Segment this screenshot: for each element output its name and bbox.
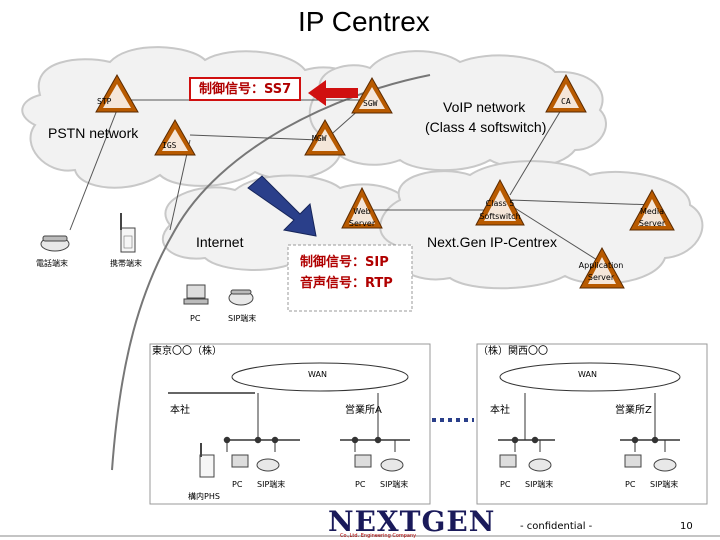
voip-cloud bbox=[308, 50, 607, 172]
tokyo-branch-label: 営業所A bbox=[345, 405, 382, 416]
tokyo-wan-label: WAN bbox=[308, 370, 327, 379]
voip-label-line2: (Class 4 softswitch) bbox=[425, 119, 547, 135]
pstn-label: PSTN network bbox=[48, 125, 139, 141]
ss7-box bbox=[189, 77, 301, 101]
mobile-terminal-label: 携帯端末 bbox=[110, 259, 142, 268]
kansai-hq-pc-icon bbox=[499, 454, 517, 468]
mgw-label: MGW bbox=[312, 134, 327, 143]
class5-app-link bbox=[509, 204, 606, 266]
tokyo-branch-sip-label: SIP端末 bbox=[380, 480, 409, 489]
class5-media-link bbox=[509, 199, 656, 206]
tokyo-box bbox=[149, 343, 431, 505]
tokyo-branch-sip-icon bbox=[380, 458, 404, 472]
nextgen-logo-subtitle: Co.,Ltd. Engineering Company bbox=[340, 533, 417, 539]
ss7-arrow-icon bbox=[308, 80, 358, 106]
kansai-hq-sip-label: SIP端末 bbox=[525, 480, 554, 489]
kansai-box bbox=[476, 343, 708, 505]
sip-rtp-box bbox=[287, 244, 413, 312]
media-server-label-2: Server bbox=[638, 219, 666, 228]
phone-terminal-label: 電話端末 bbox=[36, 259, 68, 268]
confidential-label: - confidential - bbox=[520, 521, 593, 532]
kansai-company-label: （株）関西〇〇 bbox=[478, 346, 548, 357]
phs-label: 構内PHS bbox=[188, 492, 220, 501]
voip-label-line1: VoIP network bbox=[443, 99, 526, 115]
tokyo-branch-pc-icon bbox=[354, 454, 372, 468]
internet-pc-label: PC bbox=[190, 314, 201, 323]
stp-label: STP bbox=[97, 97, 112, 106]
ss7-label: 制御信号：SS7 bbox=[199, 82, 292, 97]
tokyo-hq-pc-icon bbox=[231, 454, 249, 468]
page-title: IP Centrex bbox=[298, 6, 430, 37]
tokyo-hq-sip-label: SIP端末 bbox=[257, 480, 286, 489]
kansai-hq-label: 本社 bbox=[490, 405, 510, 416]
sip-signal-label: 制御信号：SIP bbox=[300, 255, 389, 270]
tokyo-branch-pc-label: PC bbox=[355, 480, 366, 489]
phs-icon bbox=[199, 443, 215, 478]
app-server-label-1: Application bbox=[578, 261, 624, 270]
tokyo-wan-ellipse bbox=[231, 362, 409, 392]
phone-terminal-icon bbox=[40, 235, 70, 252]
nextgen-label: Next.Gen IP-Centrex bbox=[427, 234, 557, 250]
app-server-label-2: Server bbox=[587, 273, 615, 282]
web-server-label-1: Web bbox=[353, 207, 371, 216]
kansai-branch-sip-label: SIP端末 bbox=[650, 480, 679, 489]
tokyo-hq-label: 本社 bbox=[170, 405, 190, 416]
media-server-label-1: Media bbox=[639, 207, 665, 216]
sgw-label: SGW bbox=[363, 99, 378, 108]
blue-arrow-icon bbox=[247, 175, 317, 237]
tokyo-hq-pc-label: PC bbox=[232, 480, 243, 489]
internet-label: Internet bbox=[196, 234, 244, 250]
kansai-hq-pc-label: PC bbox=[500, 480, 511, 489]
internet-pc-icon bbox=[183, 284, 209, 305]
internet-sip-phone-icon bbox=[228, 289, 254, 306]
web-server-label-2: Server bbox=[348, 219, 376, 228]
igs-mgw-link bbox=[189, 134, 321, 141]
rtp-voice-label: 音声信号：RTP bbox=[300, 276, 393, 291]
tokyo-hq-sip-icon bbox=[256, 458, 280, 472]
mobile-link-cable bbox=[111, 74, 431, 471]
stp-phone-link bbox=[69, 109, 118, 231]
kansai-branch-pc-label: PC bbox=[625, 480, 636, 489]
nextgen-logo: NEXTGEN bbox=[328, 505, 496, 538]
kansai-wan-label: WAN bbox=[578, 370, 597, 379]
kansai-branch-pc-icon bbox=[624, 454, 642, 468]
class5-label-1: Class 5 bbox=[485, 199, 515, 208]
kansai-branch-sip-icon bbox=[653, 458, 677, 472]
igs-label: IGS bbox=[162, 141, 177, 150]
page-number: 10 bbox=[680, 521, 693, 532]
kansai-branch-label: 営業所Z bbox=[615, 405, 652, 416]
internet-sip-label: SIP端末 bbox=[228, 314, 257, 323]
kansai-hq-sip-icon bbox=[528, 458, 552, 472]
ca-label: CA bbox=[561, 97, 571, 106]
mobile-terminal-icon bbox=[120, 213, 136, 253]
tokyo-company-label: 東京〇〇（株） bbox=[152, 346, 222, 357]
kansai-wan-ellipse bbox=[499, 362, 681, 392]
class5-label-2: Softswitch bbox=[479, 212, 521, 221]
